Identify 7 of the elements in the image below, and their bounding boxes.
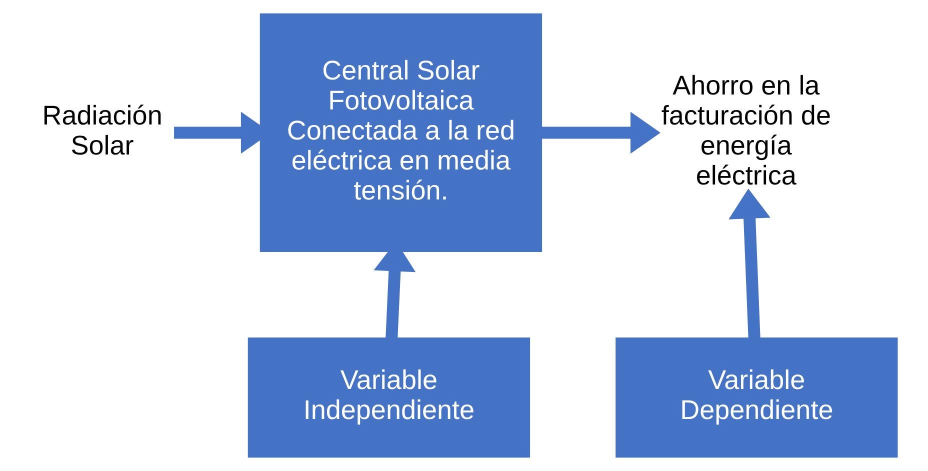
- node-box: Central Solar Fotovoltaica Conectada a la red eléctrica en media tensión.: [260, 13, 542, 252]
- node-box: Variable Independiente: [248, 338, 530, 458]
- arrow: [542, 112, 660, 154]
- node-text: Ahorro en la facturación de energía eléctrica: [661, 70, 831, 190]
- arrow: [728, 188, 771, 338]
- node-text: Radiación Solar: [42, 100, 162, 160]
- node-box: Variable Dependiente: [616, 338, 898, 458]
